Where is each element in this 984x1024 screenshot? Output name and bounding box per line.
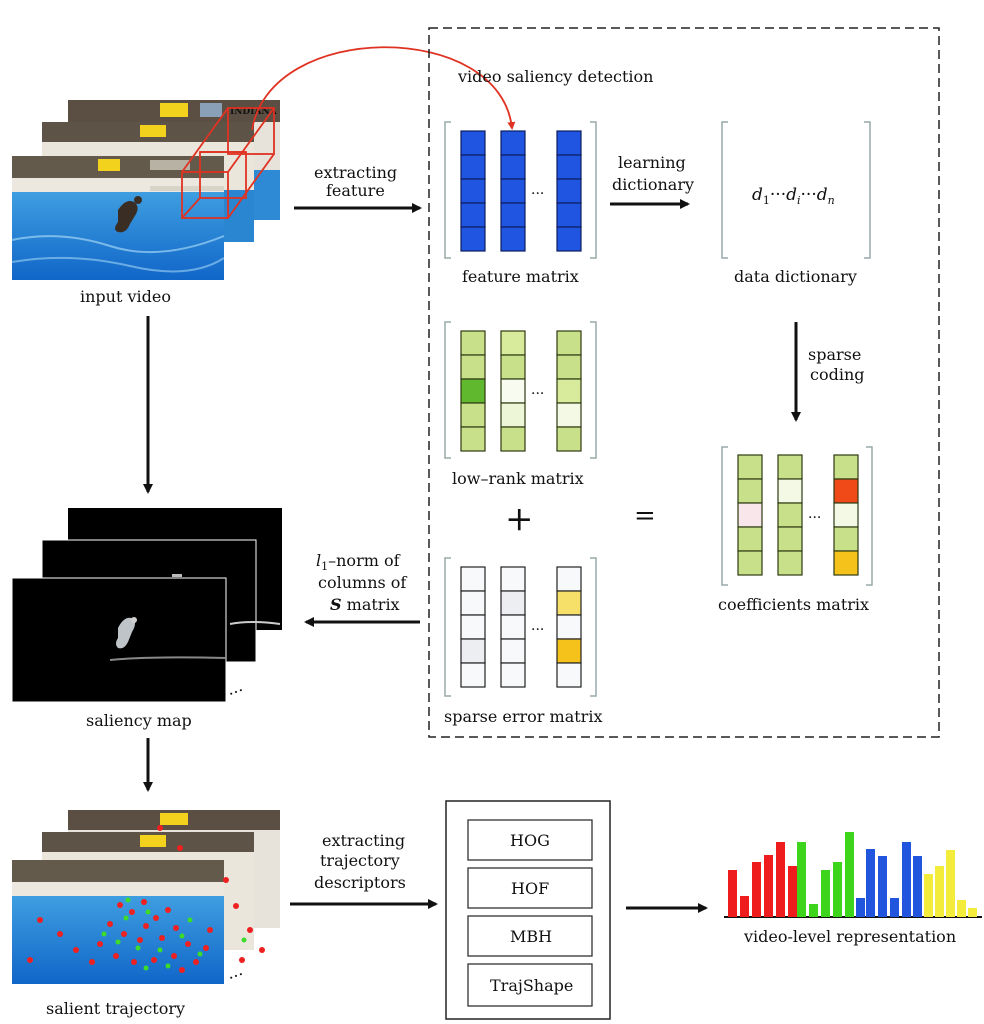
dict-d1-sub: 1	[763, 194, 770, 207]
s-matrix-rest: matrix	[342, 595, 400, 614]
low-rank-matrix: ···	[444, 321, 597, 459]
feature-matrix-ellipsis: ···	[531, 186, 544, 202]
l1-norm-l: l	[316, 551, 321, 570]
sparse-error-matrix: ···	[444, 557, 597, 697]
equals-sign: =	[634, 501, 656, 531]
extracting-feature-label-1: extracting	[314, 163, 397, 182]
mbh-box	[467, 915, 593, 957]
dict-ellipsis-1: ···	[770, 185, 786, 205]
l1-norm-sub: 1	[321, 560, 328, 573]
coefficients-matrix: ···	[721, 446, 873, 586]
hof-box	[467, 867, 593, 909]
sparse-coding-label-2: coding	[810, 365, 865, 384]
dict-di-sub: i	[797, 194, 801, 207]
saliency-map-label: saliency map	[86, 711, 192, 730]
extracting-trajectory-label-2: trajectory	[320, 851, 400, 870]
trajshape-label: TrajShape	[490, 976, 573, 995]
low-rank-ellipsis: ···	[531, 386, 544, 402]
low-rank-matrix-label: low–rank matrix	[452, 469, 584, 488]
learning-dictionary-label-2: dictionary	[612, 175, 694, 194]
sparse-coding-label-1: sparse	[808, 345, 861, 364]
coefficients-matrix-label: coefficients matrix	[718, 595, 869, 614]
red-curved-arrow	[251, 46, 516, 131]
saliency-map-frames: ···	[11, 508, 282, 704]
mbh-label: MBH	[510, 927, 552, 946]
data-dictionary: d1···di···dn	[721, 121, 871, 259]
dict-dn: d	[817, 185, 828, 205]
watermark-text: INDIANA	[230, 107, 278, 117]
dict-ellipsis-2: ···	[801, 185, 817, 205]
dict-d1: d	[752, 185, 763, 205]
salient-trajectory-label: salient trajectory	[46, 999, 185, 1018]
hog-label: HOG	[510, 831, 550, 850]
extracting-trajectory-label-1: extracting	[322, 831, 405, 850]
dict-di: d	[786, 185, 797, 205]
dict-dn-sub: n	[828, 194, 835, 207]
sparse-error-ellipsis: ···	[531, 622, 544, 638]
video-saliency-detection-label: video saliency detection	[457, 67, 653, 86]
video-level-representation-label: video-level representation	[743, 927, 956, 946]
salient-trajectory-frames: ···	[12, 810, 280, 988]
columns-of-label: columns of	[318, 573, 407, 592]
learning-dictionary-label-1: learning	[618, 153, 686, 172]
trajectory-more-ellipsis: ···	[226, 964, 247, 987]
sparse-error-matrix-label: sparse error matrix	[444, 707, 602, 726]
extracting-trajectory-label-3: descriptors	[314, 873, 406, 892]
extracting-feature-label-2: feature	[326, 181, 385, 200]
s-matrix-s: S	[330, 595, 342, 614]
feature-cube-icon	[181, 107, 275, 219]
svg-text:l1–norm of: l1–norm of	[316, 551, 401, 573]
video-level-histogram	[724, 832, 982, 918]
svg-text:S matrix: S matrix	[330, 595, 400, 614]
data-dictionary-label: data dictionary	[734, 267, 857, 286]
descriptor-box: HOG HOF MBH TrajShape	[445, 800, 611, 1020]
l1-norm-rest: –norm of	[328, 551, 400, 570]
input-video-frames: INDIANA	[11, 100, 280, 280]
hog-box	[467, 819, 593, 861]
saliency-map-more-ellipsis: ···	[226, 680, 247, 703]
trajshape-box	[467, 963, 593, 1007]
coefficients-ellipsis: ···	[808, 510, 821, 526]
feature-matrix: ···	[444, 121, 597, 259]
feature-matrix-label: feature matrix	[462, 267, 579, 286]
hof-label: HOF	[511, 879, 549, 898]
video-saliency-detection-frame	[428, 27, 940, 738]
input-video-label: input video	[80, 287, 171, 306]
svg-text:d1···di···dn: d1···di···dn	[752, 185, 835, 207]
plus-sign: +	[505, 499, 534, 539]
